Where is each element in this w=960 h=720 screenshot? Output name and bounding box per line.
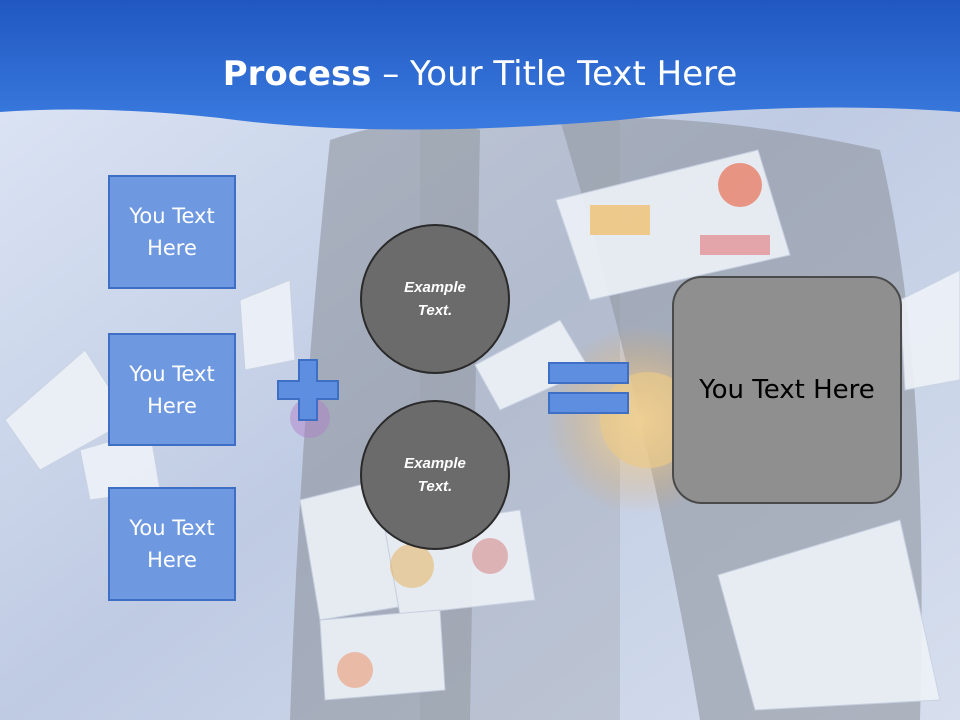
example-circle-2[interactable]: Example Text. xyxy=(360,400,510,550)
example-circle-1[interactable]: Example Text. xyxy=(360,224,510,374)
slide-title-rest: – Your Title Text Here xyxy=(371,54,738,94)
slide-title: Process – Your Title Text Here xyxy=(0,52,960,96)
text-box-2[interactable]: You Text Here xyxy=(108,333,236,446)
text-box-1[interactable]: You Text Here xyxy=(108,175,236,289)
slide-title-bold: Process xyxy=(222,54,372,94)
result-box[interactable]: You Text Here xyxy=(672,276,902,504)
equals-icon xyxy=(548,362,629,414)
plus-icon xyxy=(277,359,339,421)
text-box-3[interactable]: You Text Here xyxy=(108,487,236,601)
